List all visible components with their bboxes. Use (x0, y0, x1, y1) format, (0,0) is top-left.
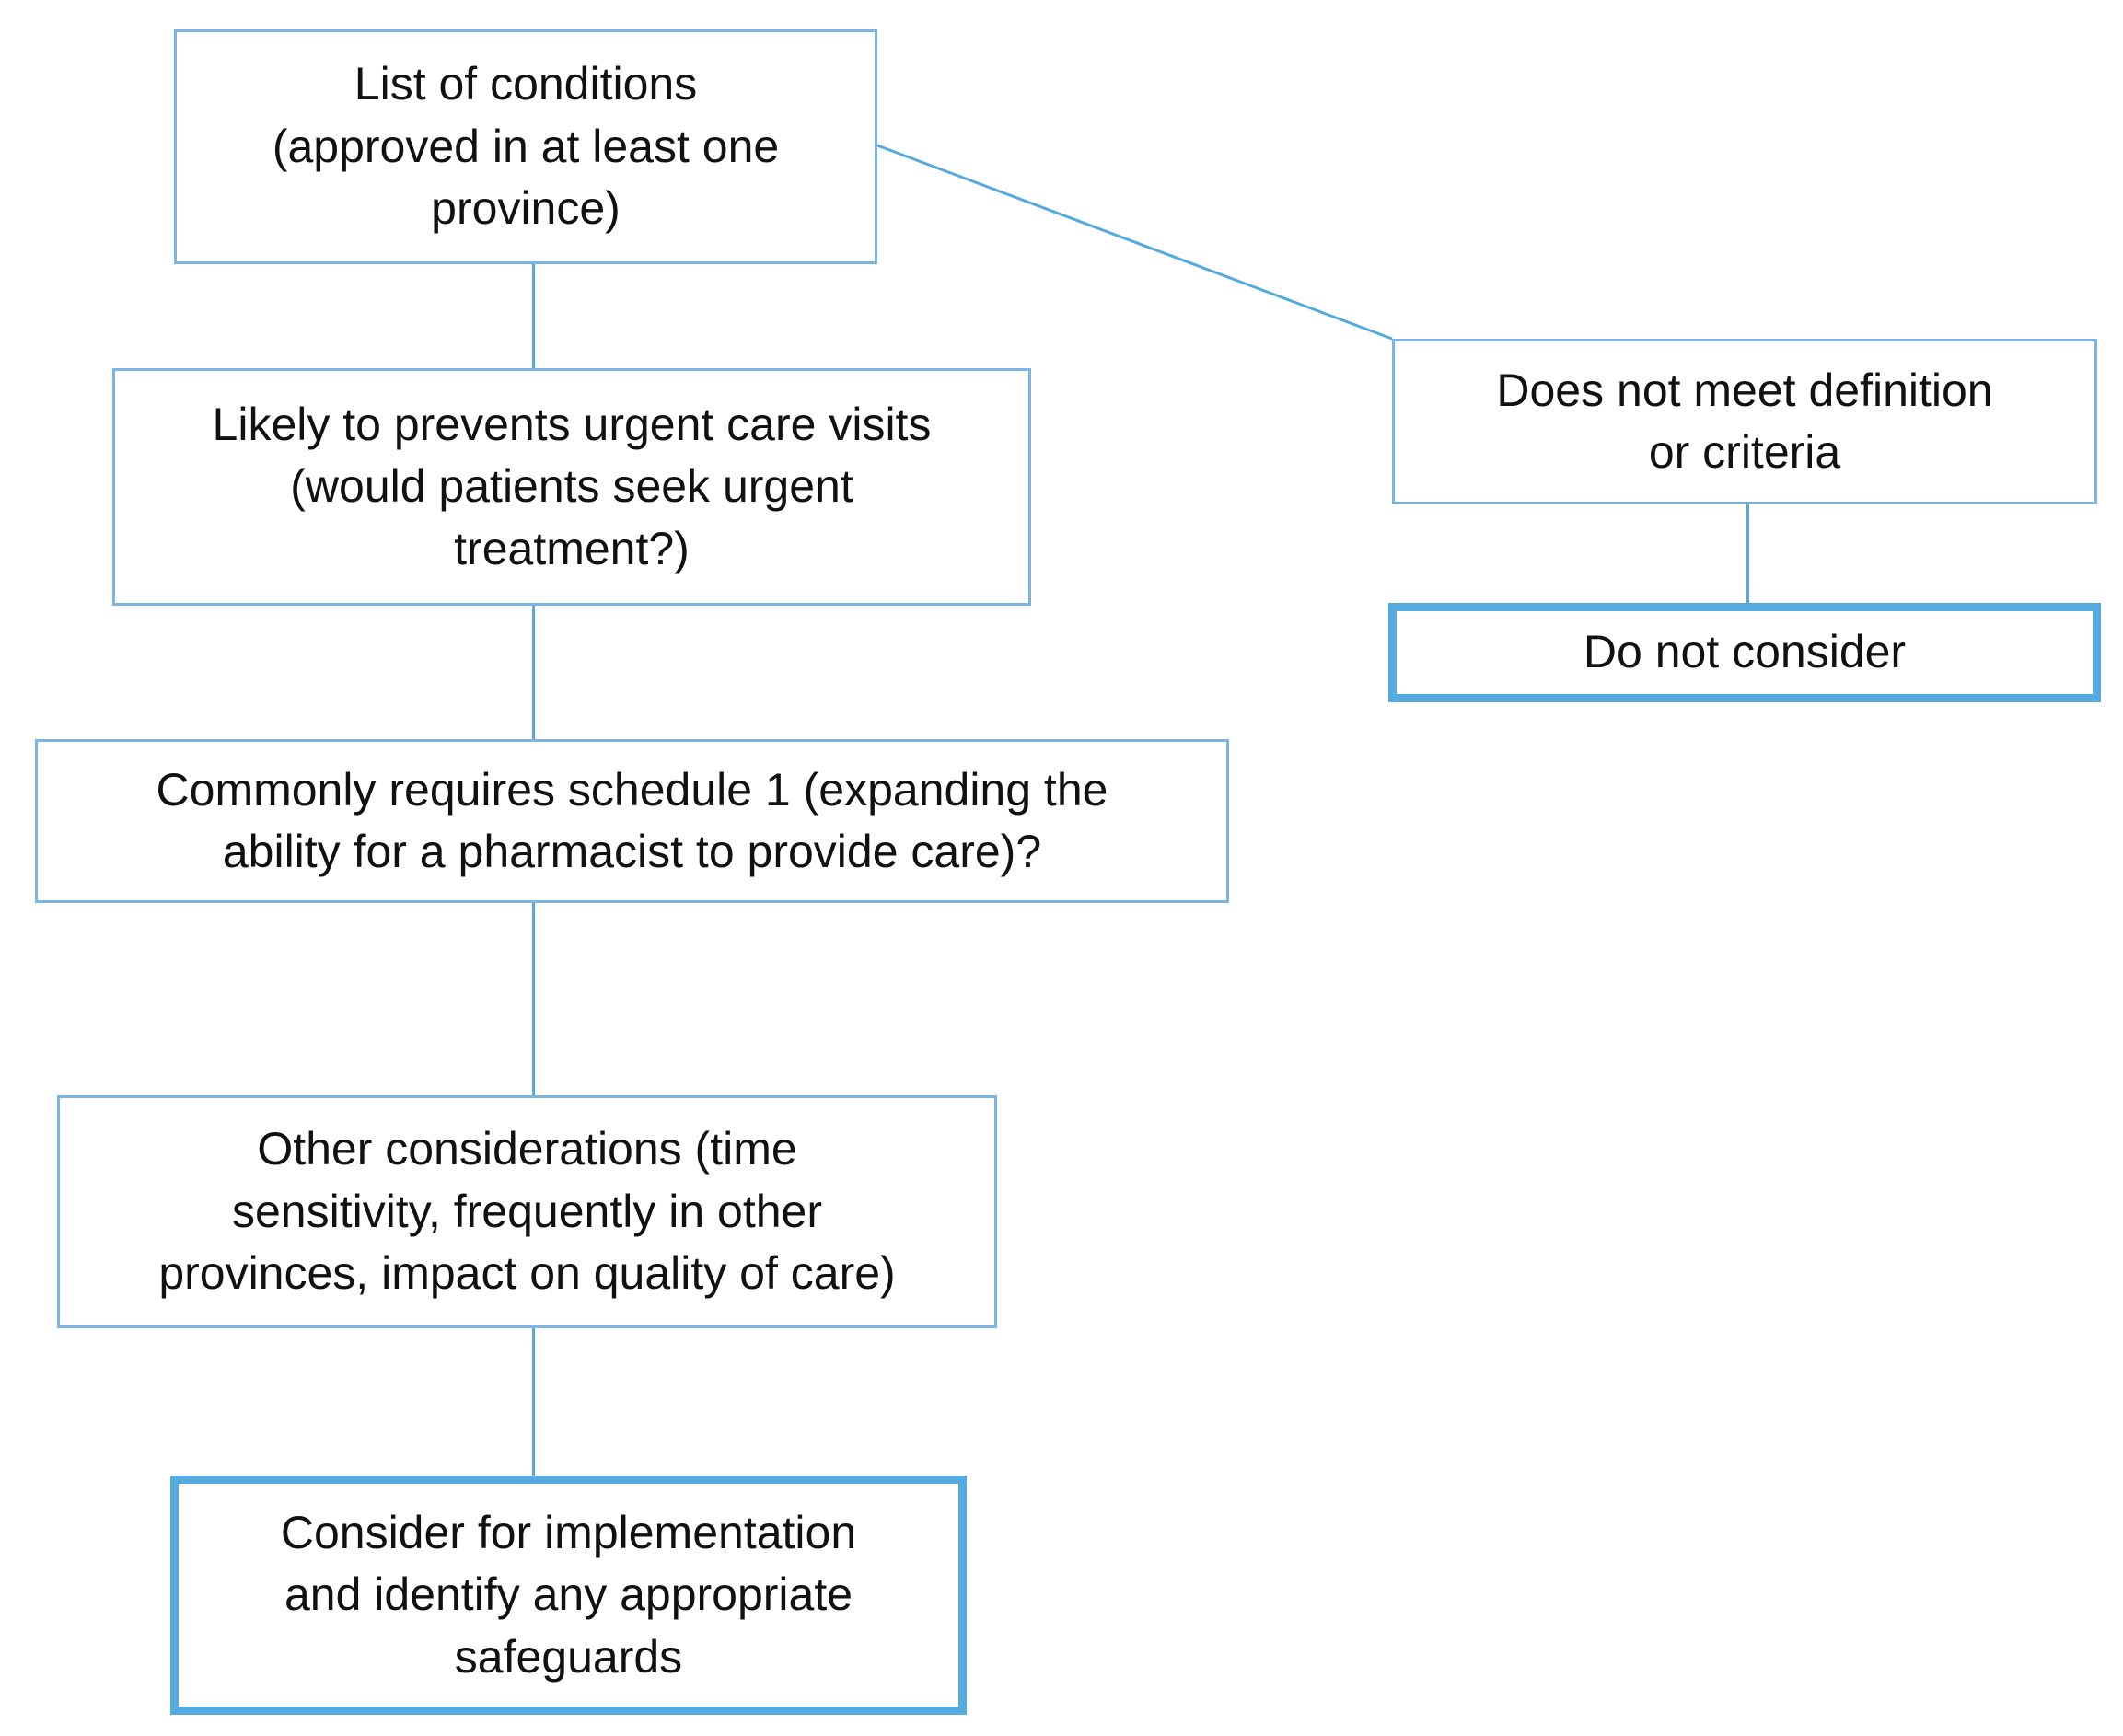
node-do-not-consider-label: Do not consider (1583, 626, 1907, 678)
edge-requires-schedule-1-to-other-considerations (532, 903, 535, 1095)
node-requires-schedule-1-label: Commonly requires schedule 1 (expanding … (156, 763, 1108, 878)
edge-list-of-conditions-to-does-not-meet-definition (876, 144, 1393, 341)
node-does-not-meet-definition-label: Does not meet definition or criteria (1496, 364, 1993, 479)
node-list-of-conditions-label: List of conditions (approved in at least… (272, 58, 780, 235)
node-consider-for-implementation: Consider for implementation and identify… (170, 1476, 967, 1715)
node-list-of-conditions: List of conditions (approved in at least… (174, 29, 877, 264)
edge-prevents-urgent-care-visits-to-requires-schedule-1 (532, 606, 535, 739)
edge-does-not-meet-definition-to-do-not-consider (1746, 504, 1749, 603)
edge-list-of-conditions-to-prevents-urgent-care-visits (532, 264, 535, 368)
edge-other-considerations-to-consider-for-implementation (532, 1328, 535, 1476)
node-do-not-consider: Do not consider (1388, 603, 2101, 702)
node-prevents-urgent-care-visits-label: Likely to prevents urgent care visits (w… (212, 398, 932, 574)
node-consider-for-implementation-label: Consider for implementation and identify… (280, 1506, 857, 1683)
node-does-not-meet-definition: Does not meet definition or criteria (1392, 339, 2097, 504)
node-other-considerations: Other considerations (time sensitivity, … (57, 1095, 997, 1328)
node-requires-schedule-1: Commonly requires schedule 1 (expanding … (35, 739, 1229, 903)
node-prevents-urgent-care-visits: Likely to prevents urgent care visits (w… (112, 368, 1031, 606)
node-other-considerations-label: Other considerations (time sensitivity, … (158, 1123, 896, 1300)
